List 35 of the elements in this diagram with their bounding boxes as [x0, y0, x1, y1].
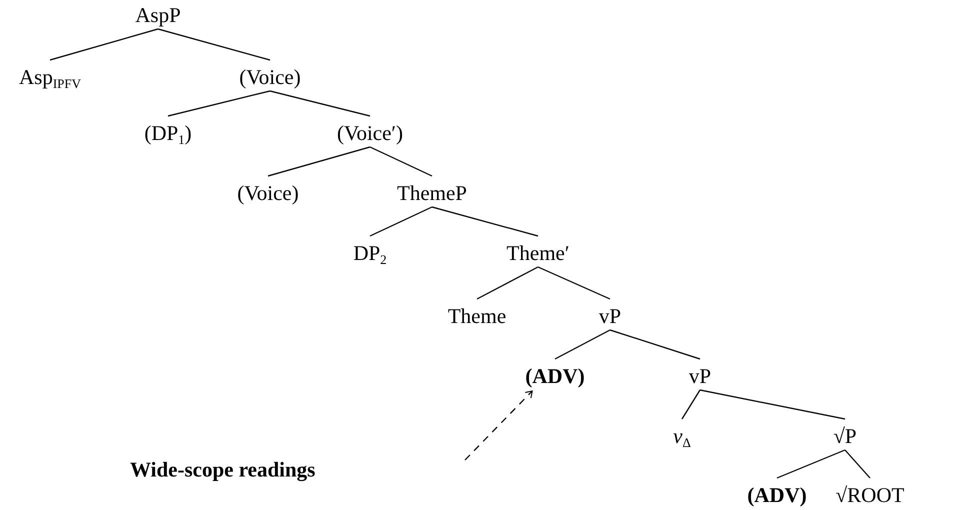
tree-branch-line	[370, 146, 432, 177]
tree-branch-line	[432, 206, 538, 237]
tree-node-label: (Voice′)	[336, 122, 404, 144]
tree-node-label: (DP$_{1}$)	[143, 122, 193, 144]
tree-node-label: (ADV)	[746, 484, 808, 506]
tree-branch-line	[370, 206, 432, 237]
dashed-arrow	[464, 390, 533, 460]
tree-branch-line	[682, 390, 700, 420]
tree-branch-line	[50, 28, 158, 61]
tree-branch-line	[776, 449, 846, 479]
caption-text: Wide-scope readings	[130, 458, 316, 482]
tree-node-label: AspP	[134, 4, 182, 26]
tree-node-label: Theme′	[506, 242, 570, 264]
tree-node-label: √P	[832, 425, 858, 447]
tree-branch-line	[270, 90, 370, 117]
tree-node-label: (ADV)	[524, 365, 586, 387]
tree-node-label: vP	[598, 305, 622, 327]
tree-branch-line	[554, 329, 610, 360]
tree-branch-line	[700, 389, 846, 420]
tree-node-label: DP$_{2}$	[352, 242, 388, 264]
tree-branch-line	[476, 266, 538, 300]
tree-node-label: (Voice)	[238, 66, 302, 88]
tree-node-label: √ROOT	[834, 484, 906, 506]
tree-node-label: vP	[688, 365, 712, 387]
tree-branch-line	[268, 146, 370, 177]
tree-branch-line	[610, 329, 700, 360]
tree-branch-line	[844, 450, 870, 478]
tree-branch-line	[168, 90, 270, 117]
tree-node-label: Theme	[446, 305, 508, 327]
tree-branch-line	[538, 266, 610, 300]
tree-node-label: v$_{Δ}$	[672, 425, 692, 447]
tree-node-label: ThemeP	[396, 182, 468, 204]
tree-branch-line	[158, 28, 270, 61]
tree-node-label: (Voice)	[236, 182, 300, 204]
tree-node-label: Asp$_{IPFV}$	[18, 66, 82, 88]
